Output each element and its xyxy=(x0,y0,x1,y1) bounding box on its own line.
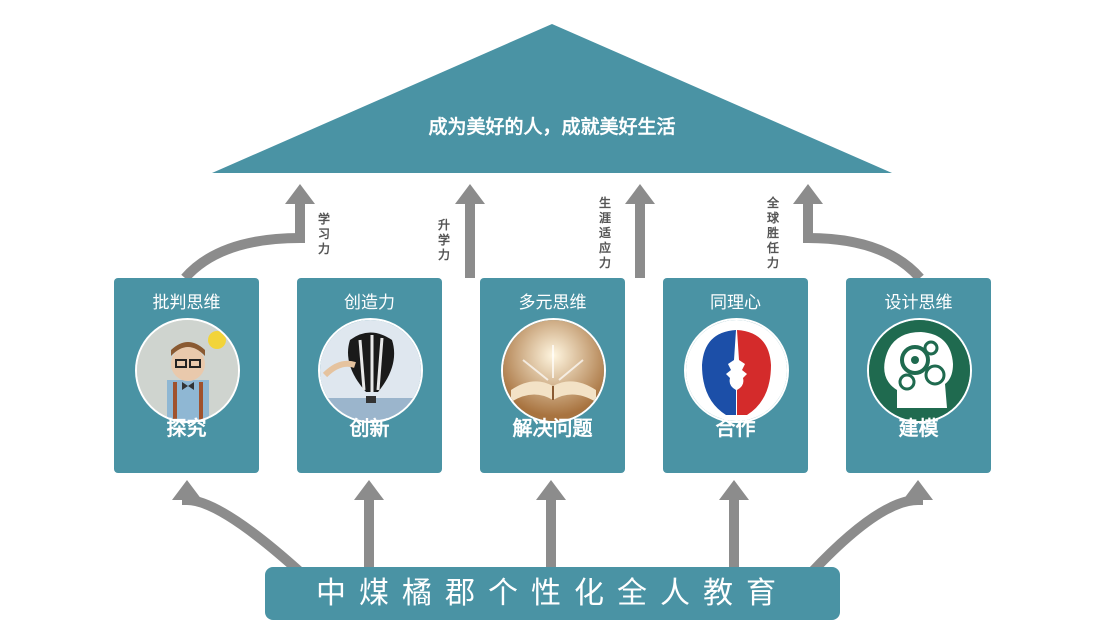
arrowhead-roof-3 xyxy=(625,184,655,204)
foundation-title: 中煤橘郡个性化全人教育 xyxy=(265,567,840,620)
pillar-bottom-label: 创新 xyxy=(349,416,390,440)
arrow-label-1: 学习力 xyxy=(317,212,330,256)
pillar-bottom-label: 建模 xyxy=(898,416,939,440)
pillar-top-label: 创造力 xyxy=(344,293,395,313)
pillar-multiple-thinking: 多元思维 解决问题 xyxy=(480,278,625,473)
pillar-top-label: 批判思维 xyxy=(152,293,221,313)
arrow-label-2: 升学力 xyxy=(437,218,450,262)
arrow-base-to-pillar-1 xyxy=(182,488,304,576)
roof-title: 成为美好的人，成就美好生活 xyxy=(428,116,676,138)
gear-head-icon xyxy=(867,318,972,423)
arrowhead-base-1 xyxy=(172,480,202,500)
pillar-top-label: 多元思维 xyxy=(518,293,587,313)
pillar-top-label: 同理心 xyxy=(710,293,761,313)
pillar-empathy: 同理心 合作 xyxy=(663,278,808,473)
balloon-icon xyxy=(318,318,423,423)
pillar-bottom-label: 探究 xyxy=(166,416,207,440)
arrow-pillar-to-roof-4 xyxy=(803,200,924,282)
pillar-bottom-label: 合作 xyxy=(715,416,756,440)
pillar-design-thinking: 设计思维 建模 xyxy=(846,278,991,473)
two-faces-icon xyxy=(684,318,789,423)
arrowhead-roof-2 xyxy=(455,184,485,204)
arrow-label-4: 全球胜任力 xyxy=(766,196,779,270)
arrow-pillar-to-roof-1 xyxy=(181,200,305,282)
arrowhead-base-5 xyxy=(903,480,933,500)
roof-triangle xyxy=(212,24,892,173)
pillar-top-label: 设计思维 xyxy=(884,293,953,313)
child-lightbulb-icon xyxy=(135,318,240,423)
arrowhead-base-2 xyxy=(354,480,384,500)
arrowhead-base-4 xyxy=(719,480,749,500)
arrowhead-roof-4 xyxy=(793,184,823,204)
open-book-icon xyxy=(501,318,606,423)
pillar-creativity: 创造力 创新 xyxy=(297,278,442,473)
arrowhead-base-3 xyxy=(536,480,566,500)
arrow-base-to-pillar-5 xyxy=(808,488,923,576)
pillar-critical-thinking: 批判思维 探究 xyxy=(114,278,259,473)
pillar-bottom-label: 解决问题 xyxy=(512,416,593,440)
arrowhead-roof-1 xyxy=(285,184,315,204)
arrow-label-3: 生涯适应力 xyxy=(598,196,611,270)
